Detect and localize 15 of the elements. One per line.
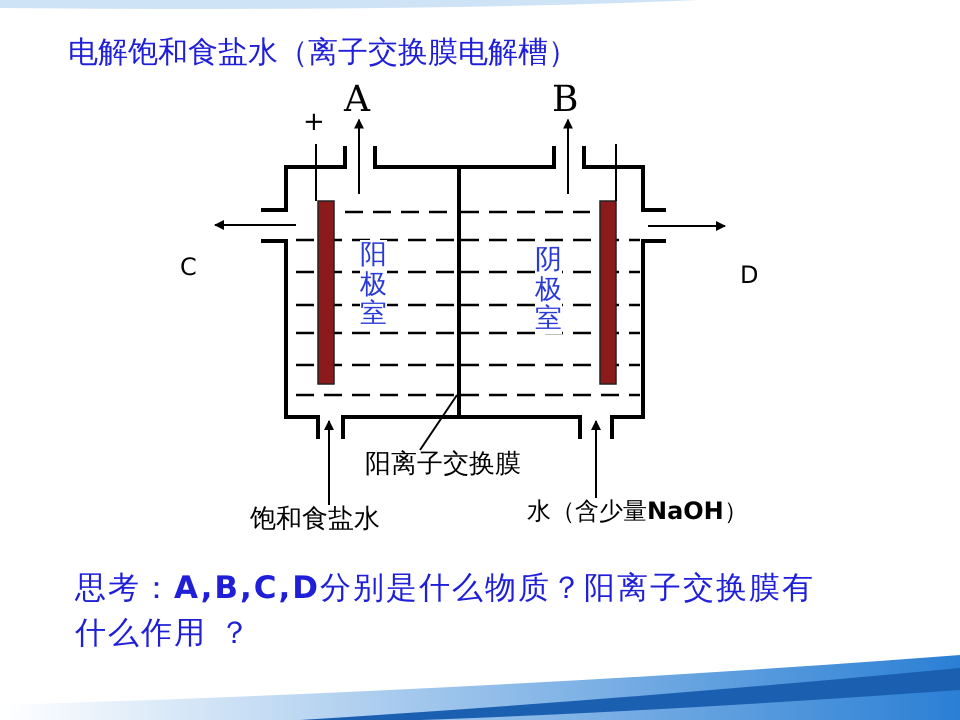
membrane-label: 阳离子交换膜 (365, 450, 521, 479)
outlet-label: C (180, 254, 197, 280)
question-text: 思考：A,B,C,D分别是什么物质？阳离子交换膜有什么作用 ？ (75, 569, 816, 653)
anode-chamber (258, 144, 459, 441)
outlet-label: D (740, 262, 758, 288)
arrow (648, 221, 726, 231)
membrane (457, 167, 461, 417)
polarity-sign: + (303, 108, 325, 137)
arrow (354, 118, 364, 194)
arrow (591, 420, 601, 498)
arrow (563, 118, 573, 194)
arrow (324, 420, 334, 505)
arrow (214, 220, 296, 230)
chamber-label: 阴极室 (535, 245, 562, 334)
title: 电解饱和食盐水（离子交换膜电解槽） (68, 36, 578, 69)
